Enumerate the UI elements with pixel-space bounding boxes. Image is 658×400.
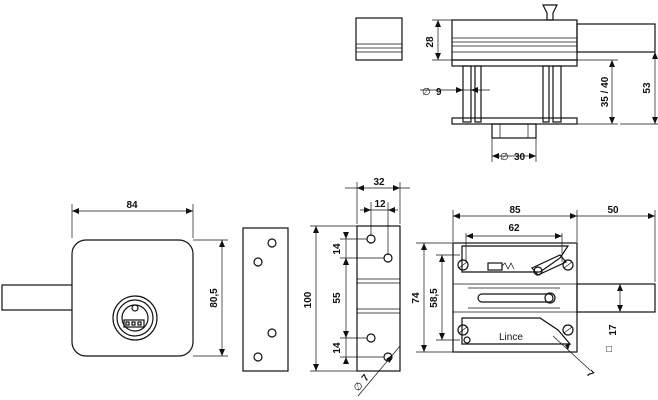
dim-14-top: 14 (332, 243, 343, 255)
cylinder-side (491, 123, 537, 139)
lock-body-front (71, 239, 194, 357)
bolt-inside (576, 283, 656, 313)
dim-diam-30-symbol: ∅ (500, 152, 509, 163)
dim-53: 53 (642, 82, 653, 94)
lock-body-side (451, 19, 578, 61)
dim-32: 32 (373, 177, 385, 188)
dim-28: 28 (425, 36, 436, 48)
dim-keeper-7: 7 (360, 372, 372, 384)
inside-view: Lince 85 50 62 74 58,5 (411, 205, 656, 380)
keeper-body (356, 225, 401, 372)
side-view: 28 ∅ 9 ∅ 30 35 / 40 53 (355, 4, 658, 163)
dim-14-bottom: 14 (332, 342, 343, 354)
dim-12: 12 (374, 199, 386, 210)
front-view: 84 80,5 (1, 200, 228, 357)
lever (531, 254, 567, 276)
dim-35-40: 35 / 40 (600, 76, 611, 107)
bolt-front (1, 284, 75, 311)
dim-80-5: 80,5 (209, 288, 220, 308)
strike-plate-body (242, 227, 289, 372)
dim-74: 74 (411, 292, 422, 304)
dim-diam-30: 30 (514, 152, 526, 163)
square-symbol: □ (606, 344, 612, 355)
dim-diam-9: 9 (436, 87, 442, 98)
brand-label: Lince (499, 332, 523, 343)
dim-17: 17 (608, 324, 619, 336)
dim-100: 100 (303, 291, 314, 308)
dim-50: 50 (607, 205, 619, 216)
dim-62: 62 (508, 223, 520, 234)
keeper: 100 32 12 14 55 14 ∅ (303, 177, 410, 397)
bolt-slot (477, 293, 554, 303)
dim-inside-7: 7 (584, 368, 596, 380)
dim-55: 55 (332, 292, 343, 304)
dim-58-5: 58,5 (429, 288, 440, 308)
dim-diam-9-symbol: ∅ (422, 87, 431, 98)
cylinder-front (112, 295, 158, 341)
bolt-side (576, 23, 656, 53)
keeper-hole-symbol: ∅ (352, 380, 366, 394)
knob-block (355, 17, 403, 61)
dim-85: 85 (509, 205, 521, 216)
dim-84: 84 (126, 200, 138, 211)
strike-plate (242, 227, 289, 372)
thumb-knob (542, 4, 558, 21)
